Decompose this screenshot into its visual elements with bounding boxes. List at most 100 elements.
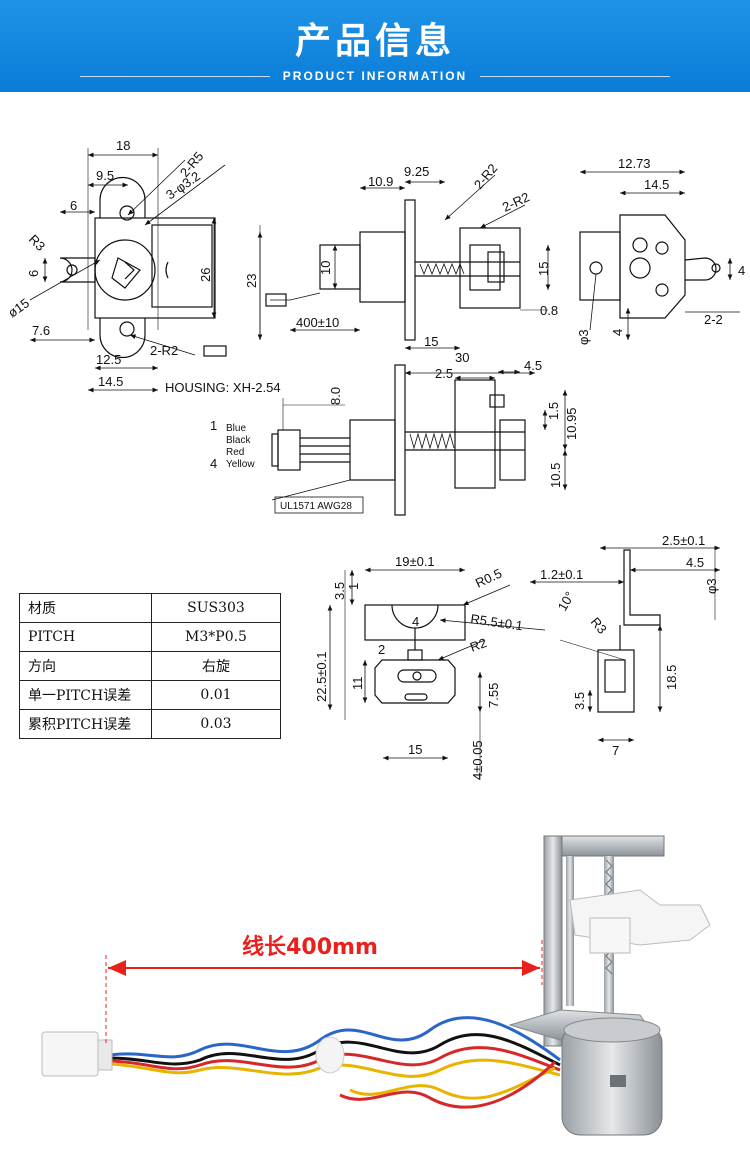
dim-c: 1.2±0.1: [540, 567, 583, 582]
dim-motor: 10: [318, 261, 333, 275]
technical-drawing: 18 9.5 2-R5 3-φ3.2 6 R3 6 26 ø15 7.6 12.…: [5, 138, 745, 780]
spec-value: 右旋: [151, 651, 281, 681]
dim-hole: φ3: [576, 329, 591, 345]
housing-label: HOUSING: XH-2.54: [165, 380, 281, 395]
pin-first: 1: [210, 418, 217, 433]
dim-offset-top: 9.5: [96, 168, 114, 183]
wire-color-1: Blue: [226, 423, 246, 434]
subtitle-rule-right: [480, 76, 670, 77]
dim-w1: 12.73: [618, 156, 651, 171]
spec-key: 累积PITCH误差: [19, 709, 152, 739]
wire-length-label: 线长400mm: [242, 935, 378, 960]
dim-left: 3.5: [332, 582, 347, 600]
page-subtitle: PRODUCT INFORMATION: [282, 69, 468, 83]
dim-d4: 2-R2: [500, 189, 532, 215]
housing-view: [271, 364, 568, 516]
dim-angle: 10°: [555, 589, 578, 614]
spec-value: 0.03: [151, 709, 281, 739]
end-view: [579, 169, 740, 340]
spec-key: 材质: [19, 593, 152, 623]
spec-value: M3*P0.5: [151, 622, 281, 652]
spec-key: 方向: [19, 651, 152, 681]
table-row: 材质 SUS303: [19, 593, 281, 623]
dim-width-total: 18: [116, 138, 130, 153]
dim-r2: R5.5±0.1: [470, 611, 524, 633]
dim-w2: 14.5: [644, 177, 669, 192]
dim-low: 3.5: [572, 692, 587, 710]
dim-eleven: 11: [350, 677, 365, 691]
table-row: 单一PITCH误差 0.01: [19, 680, 281, 710]
connector-photo: [41, 1031, 345, 1077]
dim-height: 22.5±0.1: [314, 651, 329, 702]
dim-gap: 0.8: [540, 303, 558, 318]
table-row: PITCH M3*P0.5: [19, 622, 281, 652]
dim-right: 4: [738, 263, 745, 278]
dim-small-height: 6: [26, 270, 41, 277]
dim-right-h: 15: [536, 262, 551, 276]
dim-w: 7: [612, 743, 619, 758]
end-view-dims: 12.73 14.5 4 φ3 4 2-2: [576, 156, 745, 345]
dim-b: 4.5: [686, 555, 704, 570]
dim-d3: 2-R2: [471, 161, 501, 192]
dim-radius-bottom: 2-R2: [150, 343, 178, 358]
subtitle-rule-left: [80, 76, 270, 77]
dim-a: 2.5±0.1: [662, 533, 705, 548]
dim-two: 2: [378, 642, 385, 657]
dim-radius-left: R3: [26, 232, 48, 254]
dim-h: 4: [610, 329, 625, 336]
spec-table: 材质 SUS303 PITCH M3*P0.5 方向 右旋 单一PITCH误差 …: [19, 593, 281, 739]
dim-r: R3: [588, 614, 610, 636]
bracket-front-view: [327, 567, 546, 780]
table-row: 累积PITCH误差 0.03: [19, 709, 281, 739]
dim-hole: φ3: [704, 578, 719, 594]
front-view: [29, 148, 227, 393]
spec-key: PITCH: [19, 622, 152, 652]
dim-d: 1.5: [546, 402, 561, 420]
dim-d2: 9.25: [404, 164, 429, 179]
spec-value: 0.01: [151, 680, 281, 710]
dim-d1: 10.9: [368, 174, 393, 189]
spec-value: SUS303: [151, 593, 281, 623]
dim-left-width: 7.6: [32, 323, 50, 338]
bracket-photo: [508, 835, 711, 1136]
dim-a: 2.5: [435, 366, 453, 381]
dim-body: 15: [424, 334, 438, 349]
wire-color-4: Yellow: [226, 459, 255, 470]
bracket-side-dims: 2.5±0.1 4.5 1.2±0.1 10° φ3 R3 18.5 3.5 7: [540, 533, 719, 758]
dim-r: 2-2: [704, 312, 723, 327]
dim-b: 4.5: [524, 358, 542, 373]
wire-color-3: Red: [226, 447, 244, 458]
dim-slot: 7.55: [486, 683, 501, 708]
dim-h: 18.5: [664, 665, 679, 690]
wire-length-arrow: [105, 940, 543, 1045]
dim-c: 8.0: [328, 387, 343, 405]
page-title: 产品信息: [294, 21, 455, 62]
dim-four: 4: [412, 614, 419, 629]
side-view: [257, 174, 551, 351]
spec-key: 单一PITCH误差: [19, 680, 152, 710]
bracket-front-dims: 19±0.1 R0.5 3.5 1 R5.5±0.1 4 22.5±0.1 2 …: [314, 554, 524, 780]
dim-r3: R2: [468, 635, 489, 655]
dim-r1: R0.5: [473, 566, 504, 591]
wire-color-2: Black: [226, 435, 251, 446]
dim-motor-dia: ø15: [5, 295, 32, 320]
dim-height: 23: [244, 274, 259, 288]
dim-bottom: 15: [408, 742, 422, 757]
dim-height: 26: [198, 268, 213, 282]
dim-one: 1: [346, 583, 361, 590]
dim-e: 10.95: [564, 407, 579, 440]
pin-last: 4: [210, 456, 217, 471]
product-photo: [41, 835, 711, 1136]
bracket-side-view: [530, 545, 720, 743]
dim-total: 30: [455, 350, 469, 365]
dim-left-offset: 6: [70, 198, 77, 213]
dim-base-width: 14.5: [98, 374, 123, 389]
dim-f: 10.5: [548, 463, 563, 488]
dim-top: 19±0.1: [395, 554, 435, 569]
dim-bottom-width: 12.5: [96, 352, 121, 367]
dim-base: 4±0.05: [470, 740, 485, 780]
cable-spec: UL1571 AWG28: [280, 501, 352, 512]
housing-dims: HOUSING: XH-2.54 1 4 Blue Black Red Yell…: [165, 350, 579, 512]
table-row: 方向 右旋: [19, 651, 281, 681]
header-banner: 产品信息 PRODUCT INFORMATION: [0, 0, 750, 92]
